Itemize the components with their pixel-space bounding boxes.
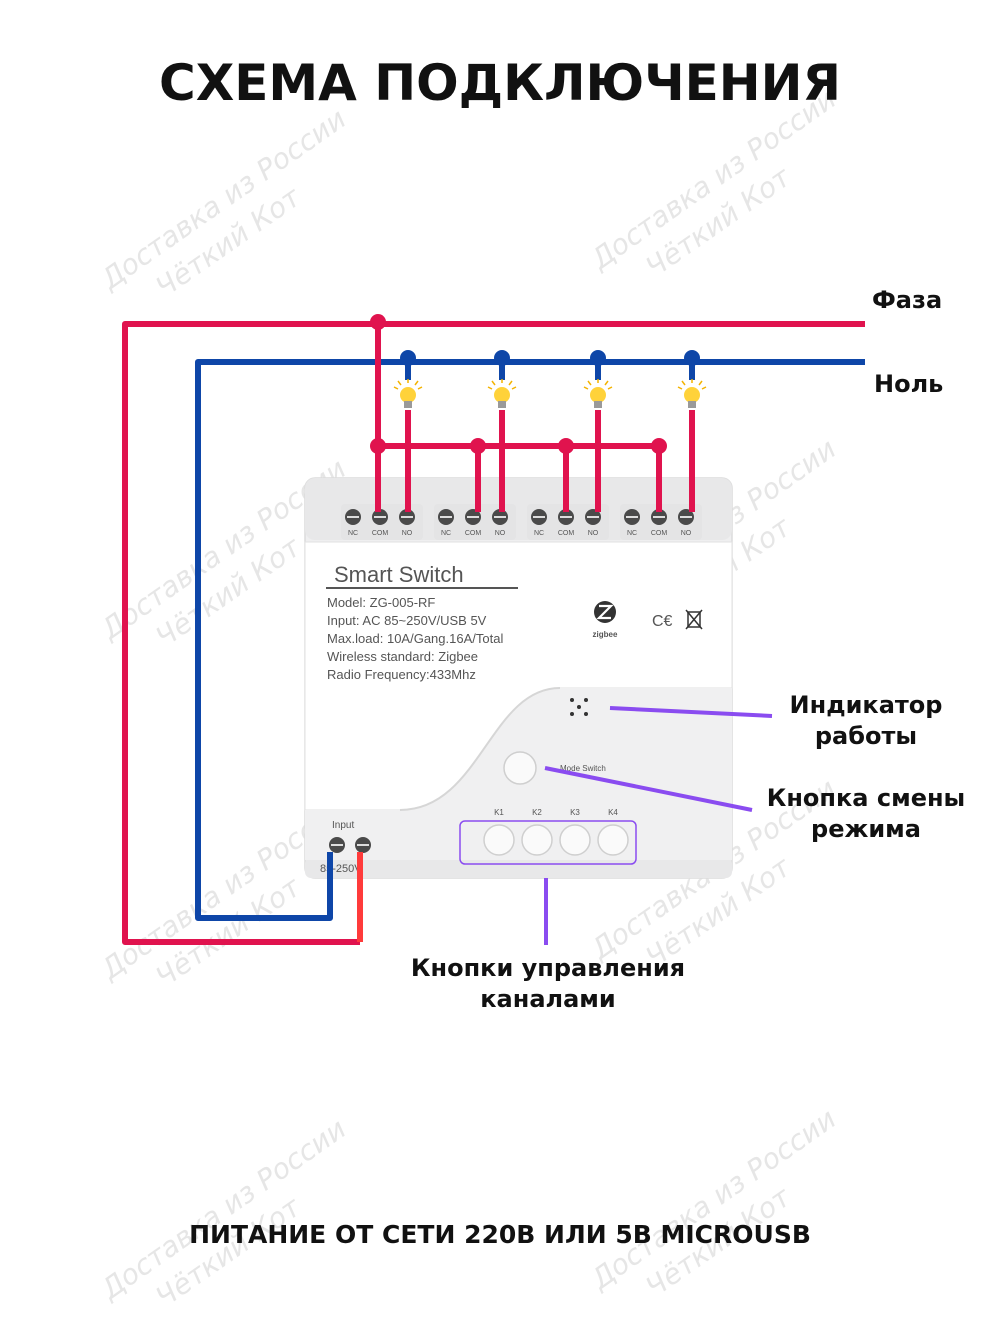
mode-switch-label: Mode Switch [560, 764, 606, 773]
input-voltage: 85-250V [320, 863, 362, 875]
terminal-label: COM [372, 530, 389, 537]
terminal-group-1: NC COM NO [341, 504, 423, 540]
terminal-label: COM [558, 530, 575, 537]
spec-line: Wireless standard: Zigbee [327, 649, 478, 664]
terminal-label: COM [651, 530, 668, 537]
terminal-label: COM [465, 530, 482, 537]
channel-key-label: K4 [608, 808, 618, 817]
terminal-label: NC [348, 530, 358, 537]
terminal-label: NO [588, 530, 599, 537]
phase-label: Фаза [872, 286, 942, 314]
light-bulb-icon [677, 379, 707, 408]
light-bulb-icon [487, 379, 517, 408]
spec-line: Max.load: 10A/Gang.16A/Total [327, 631, 503, 646]
callout-pointers [544, 706, 773, 945]
neutral-junctions [400, 350, 700, 366]
ce-mark: C€ [652, 613, 673, 630]
zigbee-label: zigbee [593, 630, 618, 639]
channel-button-k3[interactable] [559, 824, 591, 856]
input-terminal-l [355, 837, 371, 853]
input-terminal-n [329, 837, 345, 853]
spec-line: Radio Frequency:433Mhz [327, 667, 476, 682]
page-title: СХЕМА ПОДКЛЮЧЕНИЯ [159, 54, 841, 112]
channel-buttons-label-line-1: Кнопки управления [411, 954, 685, 982]
channel-button-k1[interactable] [483, 824, 515, 856]
channel-key-label: K1 [494, 808, 504, 817]
spec-line: Model: ZG-005-RF [327, 595, 435, 610]
phase-wiring [122, 321, 865, 945]
light-bulb-icon [583, 379, 613, 408]
mode-switch-button[interactable] [503, 751, 537, 785]
terminal-label: NO [681, 530, 692, 537]
terminal-group-3: NC COM NO [527, 504, 609, 540]
channel-key-label: K2 [532, 808, 542, 817]
channel-buttons-highlight [459, 820, 637, 865]
terminal-label: NC [441, 530, 451, 537]
terminal-label: NO [495, 530, 506, 537]
watermark-line-1: Доставка из России [583, 1102, 842, 1297]
light-bulb-icon [393, 379, 423, 408]
terminal-label: NC [627, 530, 637, 537]
channel-key-label: K3 [570, 808, 580, 817]
power-supply-note: ПИТАНИЕ ОТ СЕТИ 220В ИЛИ 5В MICROUSB [189, 1220, 811, 1249]
mode-button-label-line-1: Кнопка смены [767, 784, 966, 812]
phase-junctions [370, 314, 667, 454]
channel-button-k2[interactable] [521, 824, 553, 856]
zigbee-logo: zigbee [593, 601, 618, 639]
channel-button-k4[interactable] [597, 824, 629, 856]
input-label: Input [332, 820, 354, 831]
terminal-label: NC [534, 530, 544, 537]
terminal-group-4: NC COM NO [620, 504, 702, 540]
terminal-group-2: NC COM NO [434, 504, 516, 540]
mode-button-label-line-2: режима [811, 815, 921, 843]
status-indicator [570, 698, 588, 716]
watermark-line-1: Доставка из России [93, 102, 352, 297]
channel-buttons-label-line-2: каналами [480, 985, 615, 1013]
smart-switch-device: NC COM NO NC COM NO NC COM NO NC [304, 477, 733, 879]
watermark-line-1: Доставка из России [93, 1112, 352, 1307]
weee-bin-icon [685, 609, 703, 630]
neutral-label: Ноль [874, 370, 943, 398]
indicator-label-line-1: Индикатор [790, 691, 943, 719]
device-name: Smart Switch [334, 562, 464, 587]
indicator-label-line-2: работы [815, 722, 917, 750]
spec-line: Input: AC 85~250V/USB 5V [327, 613, 487, 628]
terminal-label: NO [402, 530, 413, 537]
